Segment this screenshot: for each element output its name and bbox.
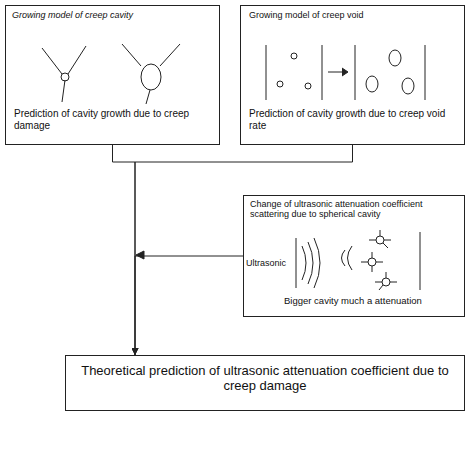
scattering-box: Change of ultrasonic attenuation coeffic… — [243, 195, 465, 317]
connector — [113, 145, 136, 355]
result-box: Theoretical prediction of ultrasonic att… — [65, 355, 465, 411]
box-heading: Growing model of creep void — [249, 10, 459, 20]
box-text: Bigger cavity much a attenuation — [284, 296, 462, 307]
scattering-cavities — [342, 230, 421, 290]
junction-arrow — [136, 251, 144, 259]
box-heading: Change of ultrasonic attenuation coeffic… — [250, 199, 460, 220]
growth-arrow — [328, 68, 348, 76]
void-large — [355, 45, 425, 100]
box-heading: Theoretical prediction of ultrasonic att… — [74, 364, 456, 394]
box-heading: Growing model of creep cavity — [12, 10, 212, 20]
ultrasonic-wave — [296, 238, 320, 288]
void-small — [266, 45, 322, 100]
model-box: Growing model of creep voidPrediction of… — [240, 5, 465, 145]
box-text: Prediction of cavity growth due to creep… — [14, 108, 214, 131]
grain-boundary-large-cavity — [122, 44, 180, 104]
model-box: Growing model of creep cavityPrediction … — [5, 5, 220, 145]
box-text: Ultrasonic — [246, 258, 298, 268]
grain-boundary-small-cavity — [42, 46, 86, 102]
connector — [135, 256, 243, 355]
box-text: Prediction of cavity growth due to creep… — [249, 108, 459, 131]
